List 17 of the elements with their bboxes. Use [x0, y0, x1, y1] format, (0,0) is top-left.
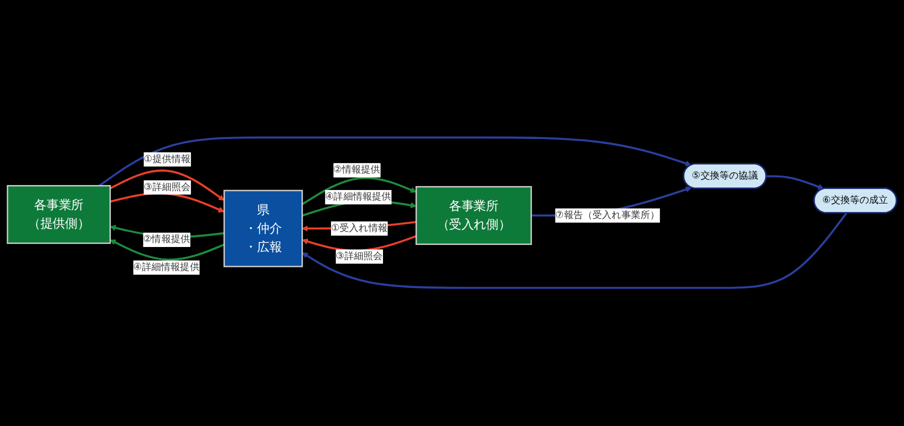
edge-label: ④詳細情報提供 [325, 192, 392, 203]
node-box: 各事業所 （受入れ側） [416, 186, 532, 246]
arrow [110, 240, 225, 261]
arrow [98, 136, 692, 187]
edge-label: ④詳細情報提供 [133, 262, 200, 274]
edge-label: ①受入れ情報 [330, 223, 388, 234]
arrow [110, 170, 224, 201]
arrow [302, 177, 416, 206]
edge-label: ①提供情報 [144, 154, 191, 165]
edge-label: ②情報提供 [143, 234, 190, 246]
arrow [766, 176, 824, 190]
node-box: 各事業所 （提供側） [6, 185, 111, 244]
edge-label: ⑦報告（受入れ事業所） [555, 210, 660, 221]
edge-label: ③詳細照会 [144, 182, 191, 193]
edge-label: ②情報提供 [333, 164, 380, 176]
node-box: 県 ・仲介 ・広報 [224, 190, 303, 268]
edge-label: ③詳細照会 [336, 251, 383, 262]
